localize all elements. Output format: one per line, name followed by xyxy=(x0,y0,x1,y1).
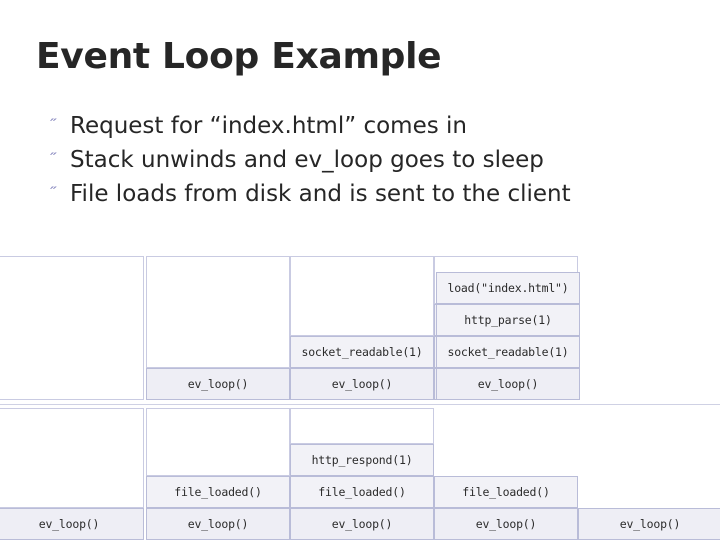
stack-frame-ev-loop: ev_loop() xyxy=(146,508,290,540)
stack-frame-ev-loop: ev_loop() xyxy=(434,508,578,540)
stack-frame-socket-readable: socket_readable(1) xyxy=(436,336,580,368)
stack-frame-empty xyxy=(146,256,290,368)
page-title: Event Loop Example xyxy=(36,36,442,77)
bullet-text: Stack unwinds and ev_loop goes to sleep xyxy=(70,147,544,173)
stack-frame-ev-loop: ev_loop() xyxy=(578,508,720,540)
row-divider xyxy=(0,404,720,405)
stack-column-8: http_respond(1) file_loaded() ev_loop() xyxy=(290,408,434,540)
stack-frame-ev-loop: ev_loop() xyxy=(436,368,580,400)
stack-column-2: ev_loop() xyxy=(146,256,290,400)
stack-diagram: ev_loop() socket_readable(1) ev_loop() h… xyxy=(0,246,720,540)
stack-column-3: socket_readable(1) ev_loop() xyxy=(290,256,434,400)
stack-column-1 xyxy=(0,256,144,400)
list-item: ˝ File loads from disk and is sent to th… xyxy=(48,178,698,210)
stack-frame-ev-loop: ev_loop() xyxy=(0,508,144,540)
stack-frame-file-loaded: file_loaded() xyxy=(290,476,434,508)
stack-column-7: file_loaded() ev_loop() xyxy=(146,408,290,540)
stack-frame-empty xyxy=(290,256,434,336)
bullet-text: Request for “index.html” comes in xyxy=(70,113,467,139)
stack-frame-empty xyxy=(0,256,144,400)
stack-column-10: ev_loop() xyxy=(578,408,720,540)
stack-column-9: file_loaded() ev_loop() xyxy=(434,408,578,540)
bullet-marker-icon: ˝ xyxy=(50,116,56,135)
stack-frame-file-loaded: file_loaded() xyxy=(146,476,290,508)
stack-frame-http-respond: http_respond(1) xyxy=(290,444,434,476)
bullet-list: ˝ Request for “index.html” comes in ˝ St… xyxy=(48,110,698,212)
stack-frame-empty xyxy=(0,408,144,508)
stack-frame-http-parse: http_parse(1) xyxy=(436,304,580,336)
stack-frame-load-index: load("index.html") xyxy=(436,272,580,304)
bullet-text: File loads from disk and is sent to the … xyxy=(70,181,571,207)
list-item: ˝ Stack unwinds and ev_loop goes to slee… xyxy=(48,144,698,176)
stack-frame-empty xyxy=(146,408,290,476)
stack-frame-ev-loop: ev_loop() xyxy=(290,508,434,540)
stack-column-5: load("index.html") http_parse(1) socket_… xyxy=(436,256,720,400)
stack-frame-ev-loop: ev_loop() xyxy=(290,368,434,400)
stack-frame-ev-loop: ev_loop() xyxy=(146,368,290,400)
stack-column-6: ev_loop() xyxy=(0,408,144,540)
list-item: ˝ Request for “index.html” comes in xyxy=(48,110,698,142)
bullet-marker-icon: ˝ xyxy=(50,150,56,169)
bullet-marker-icon: ˝ xyxy=(50,184,56,203)
stack-frame-file-loaded: file_loaded() xyxy=(434,476,578,508)
stack-frame-empty xyxy=(290,408,434,444)
stack-frame-socket-readable: socket_readable(1) xyxy=(290,336,434,368)
